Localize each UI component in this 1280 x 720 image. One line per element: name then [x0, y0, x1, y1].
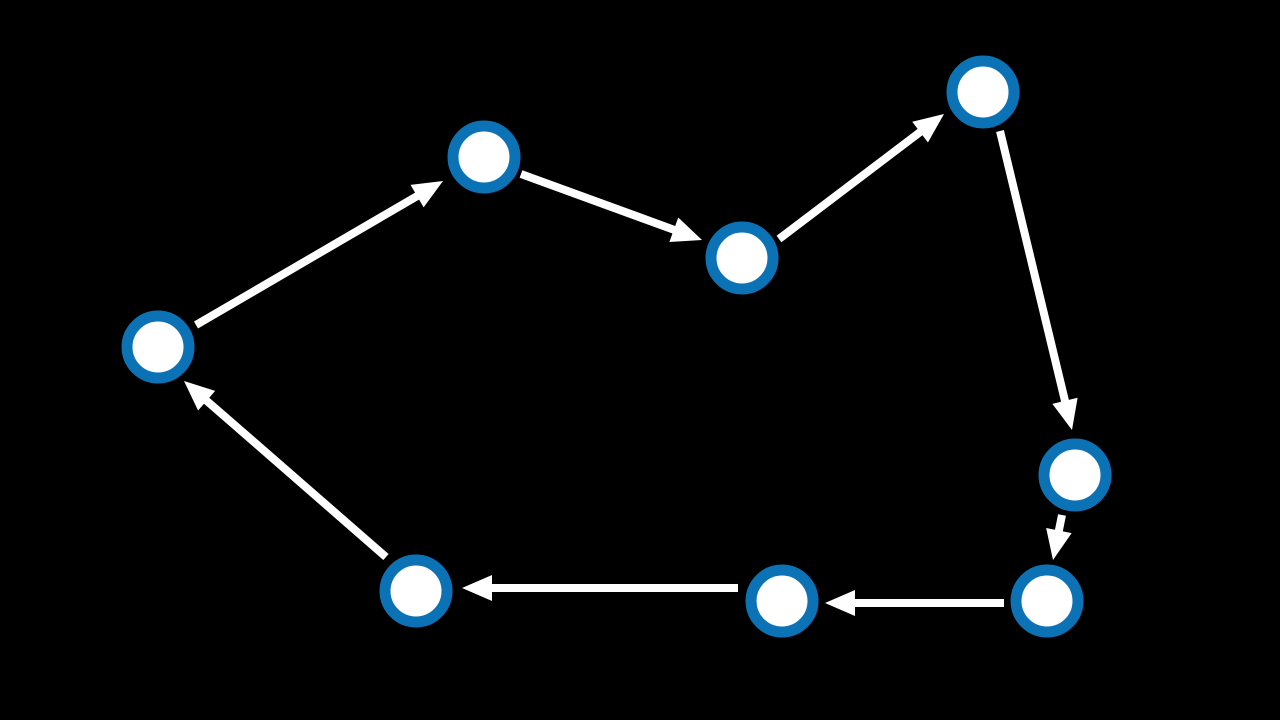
graph-node-n1[interactable] — [447, 120, 521, 194]
graph-edge-n1-to-n2[interactable] — [519, 170, 702, 242]
node-circle[interactable] — [121, 310, 195, 384]
graph-edge-n2-to-n3[interactable] — [776, 114, 944, 243]
graph-node-n2[interactable] — [705, 221, 779, 295]
node-circle[interactable] — [946, 55, 1020, 129]
node-circle[interactable] — [705, 221, 779, 295]
node-circle[interactable] — [379, 554, 453, 628]
graph-edge-n0-to-n1[interactable] — [193, 181, 443, 329]
graph-node-n5[interactable] — [1010, 564, 1084, 638]
graph-edge-n7-to-n0[interactable] — [184, 381, 389, 561]
edges-layer — [184, 114, 1078, 616]
graph-node-n4[interactable] — [1038, 438, 1112, 512]
nodes-layer — [121, 55, 1112, 638]
graph-edge-n4-to-n5[interactable] — [1046, 514, 1072, 560]
graph-node-n6[interactable] — [745, 564, 819, 638]
node-circle[interactable] — [745, 564, 819, 638]
node-circle[interactable] — [447, 120, 521, 194]
graph-node-n3[interactable] — [946, 55, 1020, 129]
node-circle[interactable] — [1010, 564, 1084, 638]
graph-edge-n6-to-n7[interactable] — [462, 575, 738, 601]
graph-edge-n5-to-n6[interactable] — [825, 590, 1004, 616]
graph-node-n0[interactable] — [121, 310, 195, 384]
graph-node-n7[interactable] — [379, 554, 453, 628]
node-circle[interactable] — [1038, 438, 1112, 512]
graph-edge-n3-to-n4[interactable] — [996, 130, 1078, 430]
